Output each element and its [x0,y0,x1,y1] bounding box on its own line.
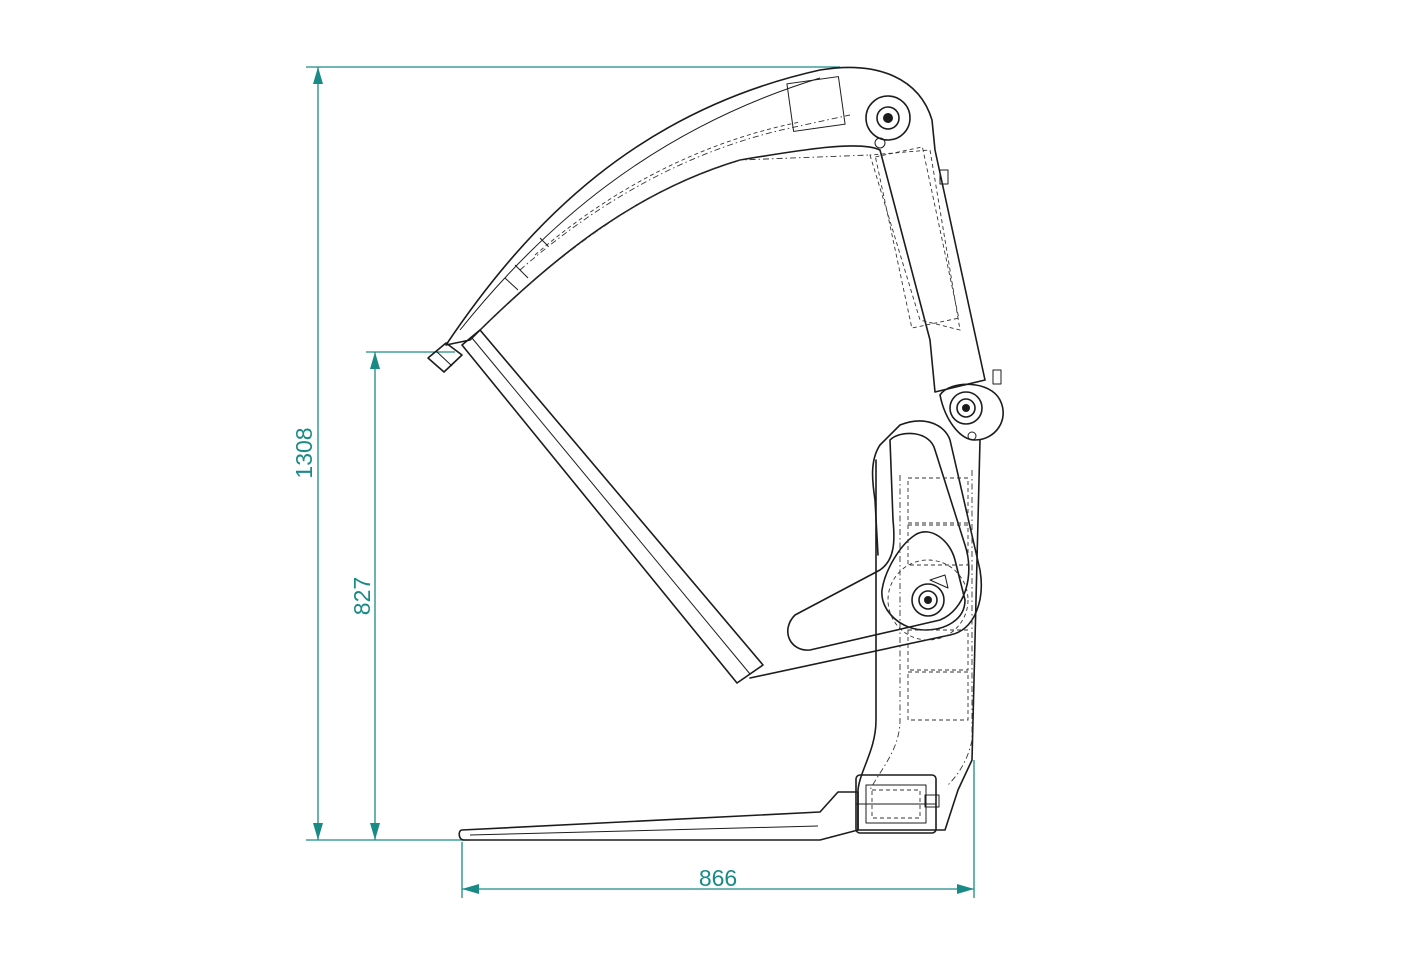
carrier-bolt [924,794,940,808]
upper-arm-weld-marks [504,237,549,291]
upper-arm-hidden-1 [469,154,871,341]
frame-slot-3 [907,629,969,671]
carrier-hidden [871,789,921,819]
frame-hidden-inner [869,475,901,791]
frame-slot-2 [907,524,969,566]
side-lug-bottom [992,369,1002,385]
upper-arm-outline [445,66,986,393]
upper-arm-hidden-3 [534,121,801,256]
lower-pivot-lug [929,574,949,589]
bottom-tine-outline [458,791,859,841]
lower-pivot-hidden-arc [887,559,969,641]
middle-pivot-pin [956,398,976,418]
dimension-height-fork: 827 [349,351,455,840]
arrow-top-icon [313,67,323,84]
dimension-label-1308: 1308 [291,427,317,478]
cylinder-body-hidden [874,146,960,329]
bottom-tine-edge [469,825,819,836]
arrow-fork-bottom-icon [370,823,380,840]
top-pivot-pin [876,106,900,130]
middle-pivot-center-icon [962,404,970,412]
top-pivot-grease-icon [874,137,886,149]
middle-pivot [939,383,1004,441]
lower-link-outer [749,420,982,679]
lower-link-arm [749,420,982,679]
middle-pivot-plate [939,383,1004,441]
bottom-fork-tine [458,791,859,841]
top-pivot-center-icon [883,113,893,123]
middle-pivot-grease-icon [967,431,977,441]
tine-tip [427,342,463,373]
angled-tine-centerline [471,337,751,675]
angled-tine-outline [461,329,764,684]
arrow-bottom-icon [313,823,323,840]
middle-pivot-boss [949,391,983,425]
dimension-label-827: 827 [349,577,375,615]
angled-tine [427,329,764,684]
lower-pivot-center-icon [924,596,932,604]
main-frame-outline [857,439,981,831]
dimension-width-total: 866 [461,760,975,898]
frame-hidden-outer [947,470,973,786]
arrow-fork-top-icon [370,352,380,369]
upper-arm-hidden-2 [519,114,851,271]
dimension-height-total: 1308 [291,66,840,841]
lower-pivot-pin [918,590,938,610]
lower-pivot-boss [911,583,945,617]
upper-arm-cylinder-hidden [869,149,961,331]
tine-tip-edge [435,350,453,367]
side-lug-top [939,169,949,185]
fork-carrier [855,774,940,834]
main-frame [857,439,981,831]
dimension-label-866: 866 [699,865,737,891]
frame-slot-1 [907,477,969,524]
upper-arm-plate [786,76,846,132]
top-pivot-boss [865,95,911,141]
arrow-right-icon [957,884,974,894]
upper-clamp-arm [445,66,1002,393]
upper-arm-edge-inner [459,77,821,331]
frame-slot-4 [907,671,969,721]
top-pivot [865,95,911,149]
arrow-left-icon [462,884,479,894]
lower-link-outline [786,432,970,651]
